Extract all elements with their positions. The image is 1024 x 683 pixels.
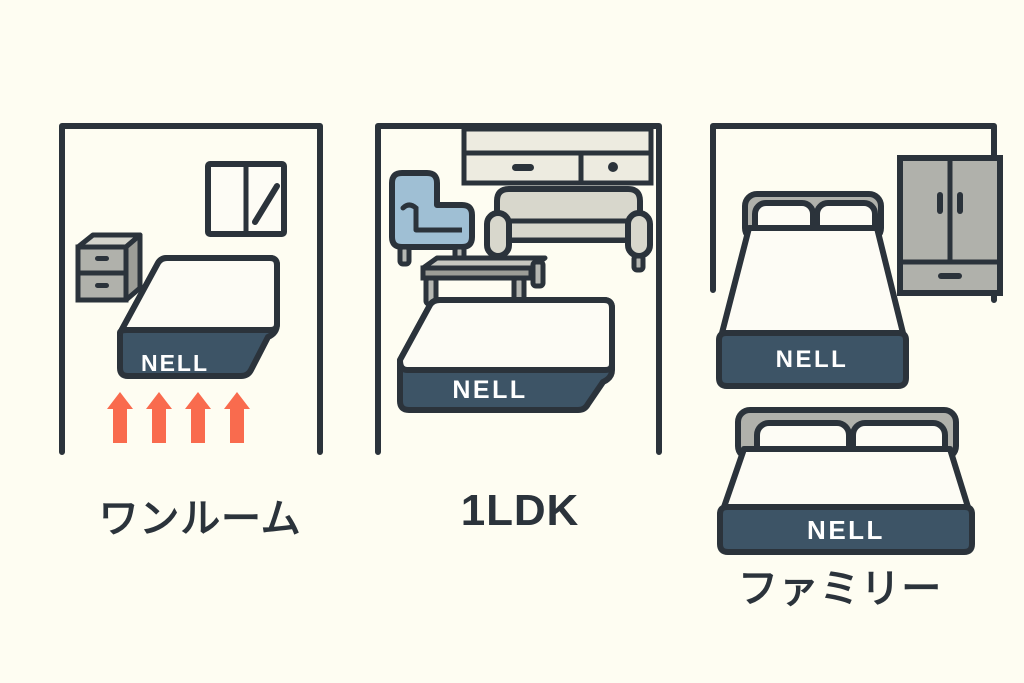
upward-arrows-group (107, 392, 250, 443)
panel-one-ldk: NELL (375, 123, 662, 455)
arrow-up-icon-4 (224, 392, 250, 443)
nightstand-icon (75, 232, 143, 303)
sofa-arm-right (625, 210, 653, 259)
sideboard-drawer-row (461, 150, 654, 186)
panel-family: NELL NELL (710, 123, 1003, 555)
panel-caption-family: ファミリー (738, 567, 942, 611)
wardrobe-icon (897, 155, 1003, 296)
arrow-up-icon-2 (146, 392, 172, 443)
sideboard-handle-bar (512, 164, 534, 171)
panel-caption-one-room: ワンルーム (98, 497, 302, 541)
sofa-leg-right (631, 253, 646, 273)
mattress-single-icon: NELL (117, 255, 280, 379)
window-icon (205, 161, 287, 237)
wardrobe-drawer-handle (938, 273, 962, 279)
armchair-icon (389, 170, 475, 267)
nightstand-handle-upper (95, 256, 109, 261)
armchair-arm-contour (400, 202, 419, 233)
sideboard-icon (461, 126, 654, 186)
brand-label-mattress-2: NELL (452, 376, 527, 404)
bed-lower-mattress-top (721, 446, 971, 510)
coffee-table-leg-back-right (530, 259, 546, 289)
wardrobe-handle-right (957, 192, 963, 214)
room-walls-one-room (59, 123, 323, 455)
mattress-top-double (397, 297, 615, 373)
brand-label-mattress-1: NELL (141, 350, 209, 376)
bed-lower-base (717, 504, 975, 555)
arrow-up-icon-1 (107, 392, 133, 443)
brand-label-bed-upper: NELL (776, 346, 849, 373)
bed-family-lower-icon: NELL (717, 407, 975, 555)
panel-caption-one-ldk: 1LDK (460, 486, 580, 535)
panel-one-room: NELL (59, 123, 323, 455)
room-walls-one-ldk (375, 123, 662, 455)
window-glare (252, 183, 280, 225)
bed-upper-base (716, 330, 909, 389)
bed-upper-mattress-top (719, 225, 906, 336)
bed-double-upper-icon: NELL (716, 191, 909, 389)
sideboard-upper-shelf (461, 126, 654, 156)
arrow-up-icon-3 (185, 392, 211, 443)
armchair-leg-left (397, 244, 412, 267)
brand-label-bed-lower: NELL (807, 515, 885, 545)
wardrobe-handle-left (937, 192, 943, 214)
sofa-seat (500, 218, 637, 243)
mattress-double-icon: NELL (397, 297, 615, 413)
mattress-top-single (117, 255, 280, 336)
sideboard-handle-knob (608, 162, 618, 172)
sofa-arm-left (484, 210, 512, 259)
coffee-table-icon (420, 255, 548, 307)
nightstand-handle-lower (95, 283, 109, 288)
